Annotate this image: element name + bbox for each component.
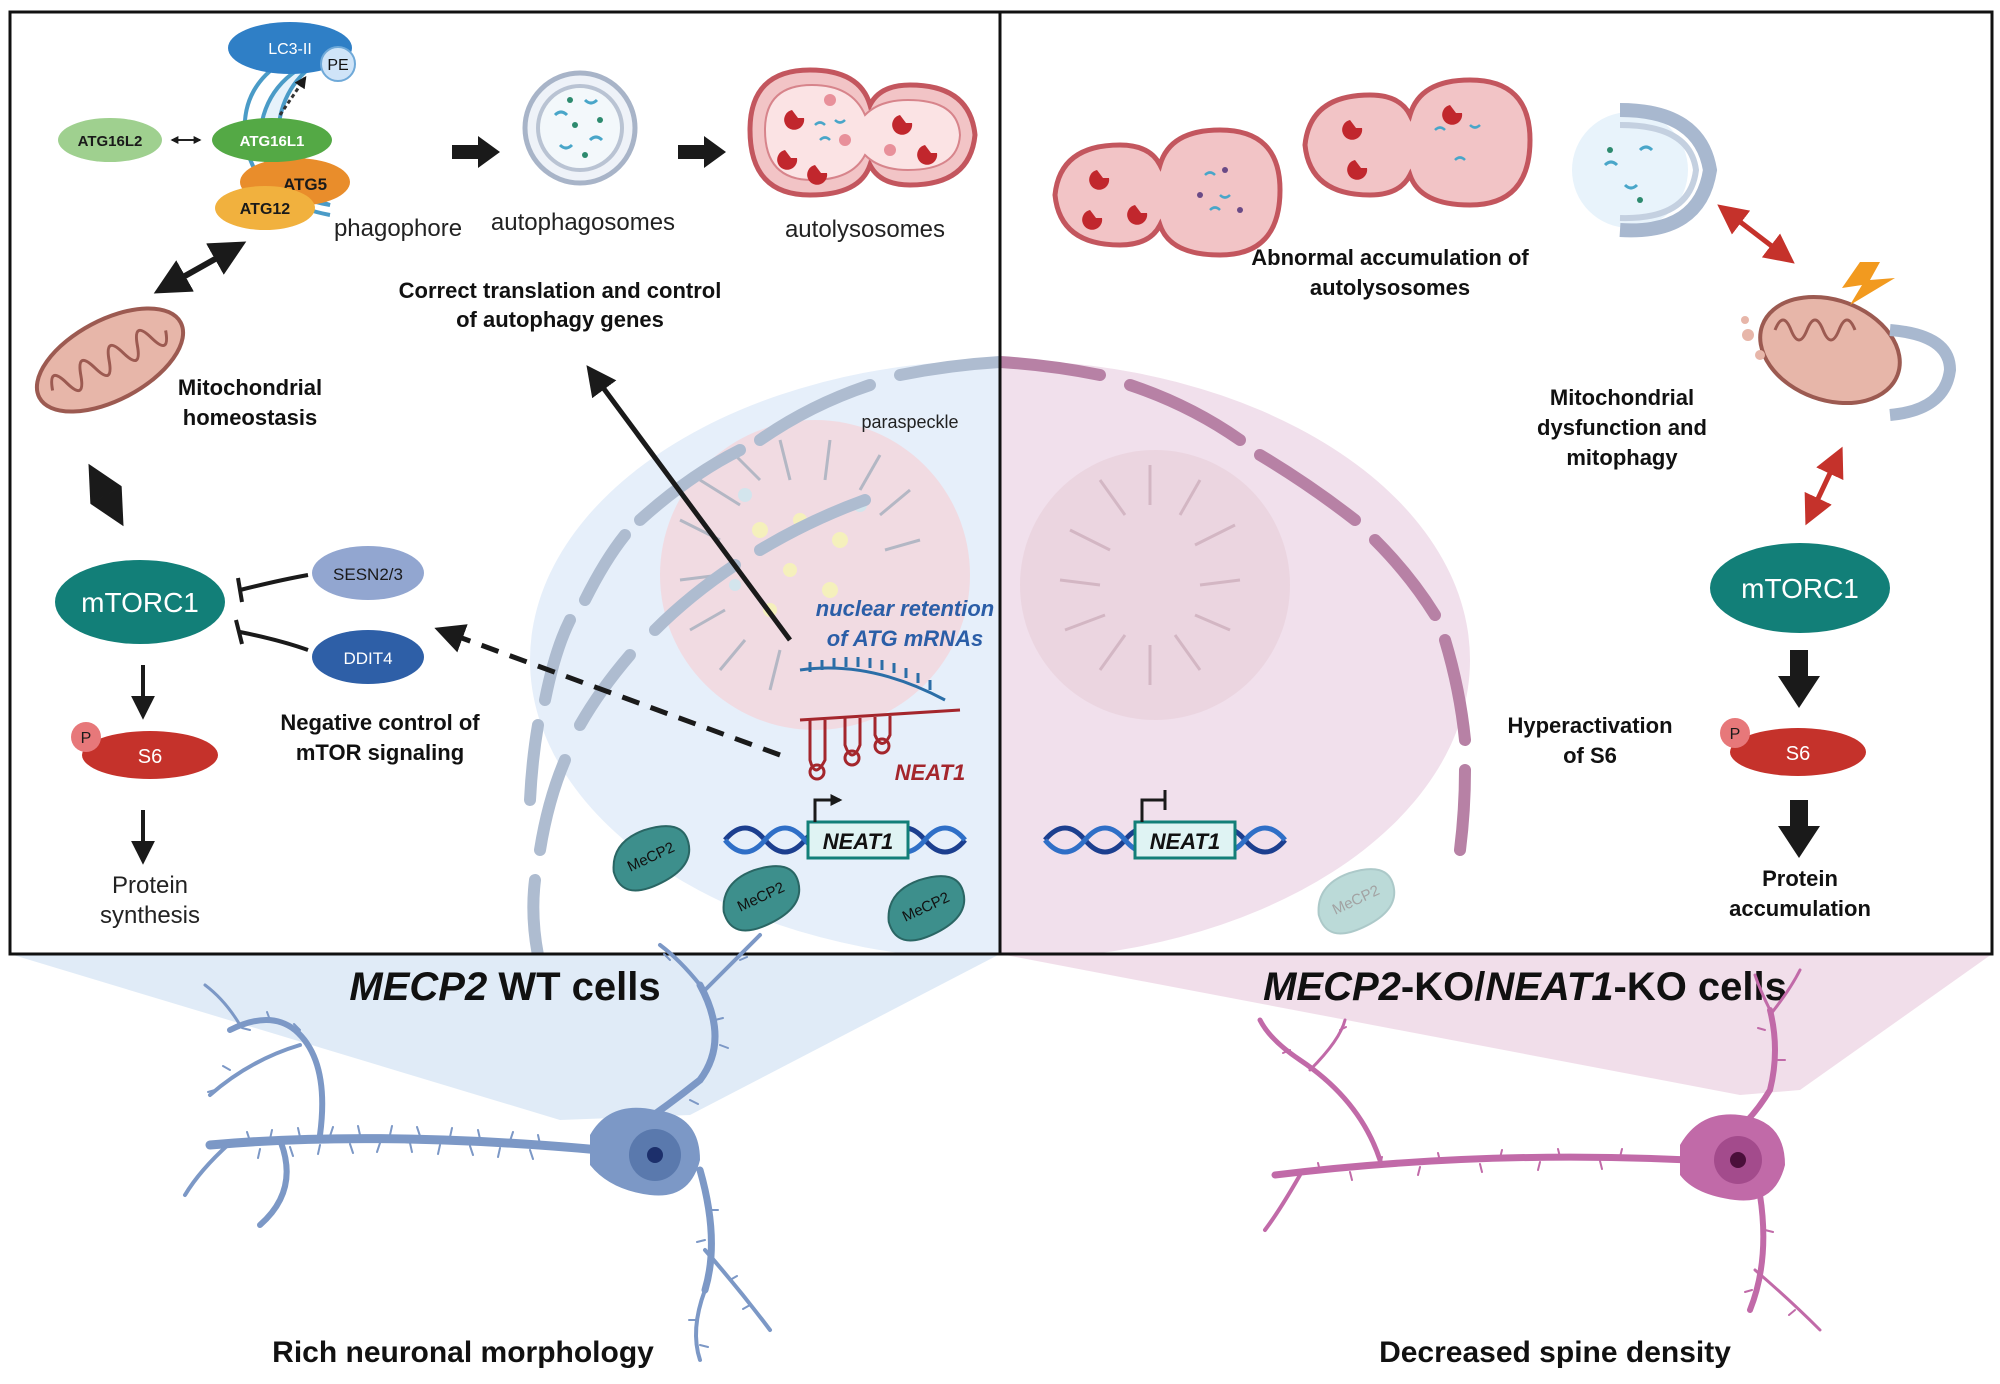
- mitochondrion-damaged: [1741, 262, 1957, 421]
- mito-dysfunction-line1: Mitochondrial: [1550, 385, 1694, 410]
- atg12-label: ATG12: [240, 201, 290, 218]
- p-left-label: P: [81, 730, 92, 747]
- abnormal-line1: Abnormal accumulation of: [1251, 245, 1529, 270]
- promoter-arrow-left: [813, 794, 843, 822]
- lightning-icon: [1842, 262, 1895, 305]
- atg16l2-label: ATG16L2: [78, 133, 143, 150]
- autolysosome: [747, 67, 978, 198]
- atg16l1: [212, 118, 332, 162]
- ko-title-gene2: NEAT1: [1485, 965, 1613, 1009]
- hyperactivation-line1: Hyperactivation: [1507, 713, 1672, 738]
- autolysosome-r1: [1052, 127, 1283, 258]
- right-panel-border: [998, 10, 1994, 956]
- arrow-complex-mito: [153, 241, 247, 294]
- inhibition-ddit4: [234, 619, 309, 652]
- autolysosomes-label: autolysosomes: [785, 216, 945, 243]
- autophagosome: [522, 70, 638, 186]
- ddit4: [312, 630, 424, 684]
- mtorc1-left: [55, 560, 225, 644]
- arrow-to-autophagosome: [452, 136, 500, 168]
- red-arrow-bottom: [1804, 446, 1844, 526]
- neat1-gene-right-label: NEAT1: [1150, 829, 1221, 854]
- ko-fan: [1000, 954, 1992, 1095]
- ko-title-gene1: MECP2: [1263, 965, 1401, 1009]
- neat1-gene-right: [1133, 820, 1237, 860]
- ko-title-mid: -KO/: [1401, 965, 1485, 1009]
- mtorc1-right: [1710, 543, 1890, 633]
- wt-title-gene: MECP2: [349, 965, 487, 1009]
- sesn-label: SESN2/3: [333, 565, 403, 584]
- atg16l2: [58, 118, 162, 162]
- neuron-wt: [183, 933, 772, 1362]
- s6-left-label: S6: [138, 746, 162, 768]
- atg16l1-label: ATG16L1: [240, 133, 305, 150]
- ddit4-label: DDIT4: [343, 649, 392, 668]
- abnormal-line2: autolysosomes: [1310, 275, 1470, 300]
- p-left: [71, 722, 101, 752]
- wt-title-rest: WT cells: [487, 965, 660, 1009]
- atg12: [215, 186, 315, 230]
- nuclear-retention-line1: nuclear retention: [816, 596, 994, 621]
- mitochondrion-healthy: [34, 306, 186, 414]
- dashed-arrow-to-ddit4: [434, 624, 781, 758]
- mecp2-2: MeCP2: [722, 865, 801, 932]
- sesn2-3: [312, 546, 424, 600]
- inhibition-sesn: [236, 573, 309, 603]
- arrow-mito-mtorc1: [88, 463, 124, 527]
- pe: [320, 46, 356, 82]
- promoter-blocked-right: [1140, 790, 1167, 822]
- neuron-ko: [1257, 968, 1822, 1332]
- paraspeckle-label: paraspeckle: [861, 412, 958, 432]
- mito-homeostasis-line2: homeostasis: [183, 405, 318, 430]
- neat1-gene-left-label: NEAT1: [823, 829, 894, 854]
- hyperactivation-line2: of S6: [1563, 743, 1617, 768]
- correct-translation-line2: of autophagy genes: [456, 307, 664, 332]
- autophagosome-fragment: [1572, 103, 1718, 238]
- wt-title: MECP2 WT cells: [349, 965, 660, 1009]
- mtorc1-right-label: mTORC1: [1741, 573, 1859, 604]
- protein-synthesis-line2: synthesis: [100, 902, 200, 929]
- wt-fan: [10, 954, 1000, 1120]
- mecp2-1: MeCP2: [612, 825, 691, 892]
- autophagosomes-label: autophagosomes: [491, 209, 675, 236]
- pe-label: PE: [327, 57, 348, 74]
- atg-mrna: [799, 657, 946, 702]
- arrow-to-autolysosome: [678, 136, 726, 168]
- arrow-nucleus-translation: [586, 365, 793, 642]
- mito-dysfunction-line2: dysfunction and: [1537, 415, 1707, 440]
- neat1-gene-left: [806, 820, 910, 860]
- ko-title: MECP2-KO/NEAT1-KO cells: [1263, 965, 1787, 1009]
- correct-translation-line1: Correct translation and control: [399, 278, 722, 303]
- p-right-label: P: [1730, 726, 1741, 743]
- mecp2-faded: MeCP2: [1317, 868, 1396, 935]
- ko-caption: Decreased spine density: [1379, 1336, 1731, 1369]
- p-right: [1720, 718, 1750, 748]
- neat1-rna: [799, 708, 961, 781]
- atg5-label: ATG5: [283, 175, 327, 194]
- mecp2-3: MeCP2: [887, 875, 966, 942]
- s6-right-label: S6: [1786, 743, 1810, 765]
- phagophore-label: phagophore: [334, 215, 462, 242]
- protein-synthesis-line1: Protein: [112, 872, 188, 899]
- s6-left: [82, 731, 218, 779]
- thick-arrow-mtorc1-s6: [1778, 650, 1820, 708]
- neat1-rna-label: NEAT1: [895, 760, 966, 785]
- autolysosome-r2: [1302, 77, 1533, 208]
- mtorc1-left-label: mTORC1: [81, 587, 199, 618]
- lc3-label: LC3-II: [268, 41, 312, 58]
- protein-accumulation-line2: accumulation: [1729, 896, 1871, 921]
- nuclear-retention-line2: of ATG mRNAs: [827, 626, 983, 651]
- nucleus-right: [1000, 356, 1471, 954]
- negative-control-line1: Negative control of: [280, 710, 480, 735]
- s6-right: [1730, 728, 1866, 776]
- thick-arrow-s6-protein: [1778, 800, 1820, 858]
- protein-accumulation-line1: Protein: [1762, 866, 1838, 891]
- wt-caption: Rich neuronal morphology: [272, 1336, 654, 1369]
- mito-homeostasis-line1: Mitochondrial: [178, 375, 322, 400]
- red-arrow-top: [1717, 204, 1795, 264]
- nucleus-left: [524, 356, 1000, 954]
- negative-control-line2: mTOR signaling: [296, 740, 464, 765]
- mito-dysfunction-line3: mitophagy: [1566, 445, 1678, 470]
